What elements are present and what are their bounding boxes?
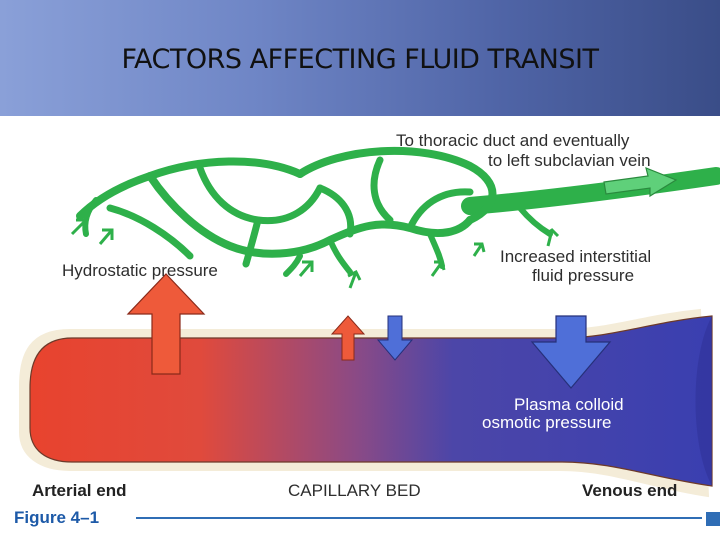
hydrostatic-pressure-arrow [126,273,206,375]
plasma-colloid-label-line1: Plasma colloid [514,395,624,414]
plasma-colloid-label-line2: osmotic pressure [482,413,612,432]
caption-rule [136,517,702,519]
figure-caption: Figure 4–1 [14,508,100,527]
capillary-diagram: To thoracic duct and eventually to left … [0,116,720,540]
thoracic-flow-arrow [603,167,678,198]
corner-marker [706,512,720,526]
plasma-osmotic-arrow [530,315,612,389]
hydrostatic-pressure-label: Hydrostatic pressure [62,261,218,280]
slide-title: FACTORS AFFECTING FLUID TRANSIT [121,44,599,75]
arterial-end-label: Arterial end [32,481,127,500]
title-banner [0,0,720,116]
diagram-canvas [19,146,720,498]
thoracic-duct-label-line2: to left subclavian vein [488,151,651,170]
capillary-bed-label: CAPILLARY BED [288,481,421,500]
interstitial-pressure-label-line2: fluid pressure [532,266,635,285]
lymphatic-vessels [76,146,720,277]
small-osmotic-arrow [376,315,414,361]
thoracic-duct-label-line1: To thoracic duct and eventually [396,131,630,150]
venous-end-label: Venous end [582,481,678,500]
capillary-vessel [19,308,713,498]
interstitial-pressure-label-line1: Increased interstitial [500,247,652,266]
lymph-inflow-arrows [70,218,560,289]
small-hydrostatic-arrow [330,315,366,361]
